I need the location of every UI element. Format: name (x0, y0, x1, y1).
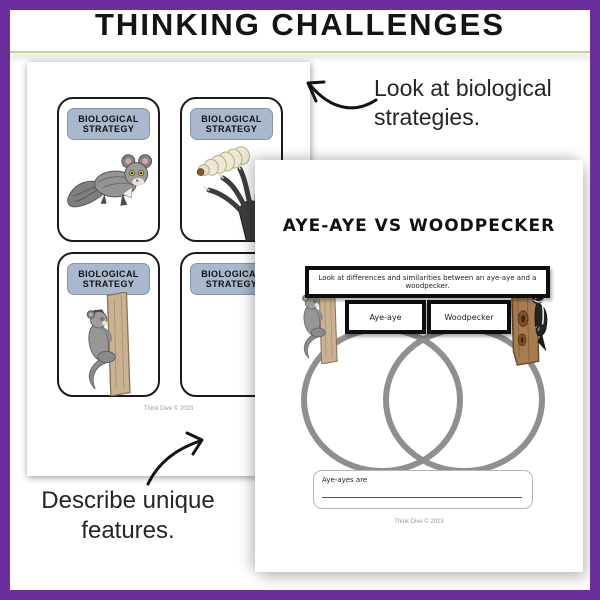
badge-label-line1: BIOLOGICAL (201, 268, 262, 279)
woodpecker-label-box: Woodpecker (427, 300, 511, 334)
worksheet-title: AYE-AYE VS WOODPECKER (282, 216, 556, 236)
badge-label-line2: STRATEGY (205, 124, 258, 134)
aye-aye-label: Aye-aye (369, 312, 402, 322)
annotation-look-at-biological-strategies: Look at biological strategies. (374, 74, 552, 132)
woodpecker-label: Woodpecker (444, 312, 494, 322)
annotation-line: Describe unique (41, 487, 215, 514)
sentence-starter-text: Aye-ayes are (322, 476, 368, 484)
writing-line (322, 497, 522, 498)
worksheet-footer: Think Dive © 2023 (143, 406, 194, 412)
card-title-badge: BIOLOGICAL STRATEGY (67, 263, 150, 295)
badge-label-line2: STRATEGY (82, 124, 135, 134)
aye-aye-crouching-illustration (67, 154, 153, 208)
card-title-badge: BIOLOGICAL STRATEGY (67, 108, 150, 140)
badge-label-line1: BIOLOGICAL (201, 113, 262, 124)
curved-arrow-to-right-page-icon (146, 431, 204, 486)
curved-arrow-to-left-page-icon (306, 80, 378, 110)
annotation-line: features. (81, 517, 175, 544)
biological-strategy-card-3: BIOLOGICAL STRATEGY (57, 252, 160, 397)
annotation-describe-unique-features: Describe unique features. (18, 486, 238, 546)
instruction-text: Look at differences and similarities bet… (318, 274, 537, 290)
annotation-line: Look at biological (374, 75, 552, 101)
woodpecker-on-tree-illustration (510, 276, 548, 366)
badge-label-line1: BIOLOGICAL (78, 113, 139, 124)
card-title-badge: BIOLOGICAL STRATEGY (190, 108, 273, 140)
sentence-starter-box: Aye-ayes are (313, 470, 533, 509)
instruction-box: Look at differences and similarities bet… (305, 266, 550, 298)
badge-label-line2: STRATEGY (82, 279, 135, 289)
badge-label-line2: STRATEGY (205, 279, 258, 289)
annotation-line: strategies. (374, 104, 481, 131)
green-divider-line (10, 51, 590, 53)
right-worksheet-page: AYE-AYE VS WOODPECKER (255, 160, 583, 572)
worksheet-footer: Think Dive © 2023 (394, 519, 444, 525)
biological-strategy-card-1: BIOLOGICAL STRATEGY (57, 97, 160, 242)
page-title: THINKING CHALLENGES (95, 7, 505, 42)
badge-label-line1: BIOLOGICAL (78, 268, 139, 279)
aye-aye-climbing-tree-illustration (86, 292, 131, 396)
aye-aye-label-box: Aye-aye (345, 300, 426, 334)
